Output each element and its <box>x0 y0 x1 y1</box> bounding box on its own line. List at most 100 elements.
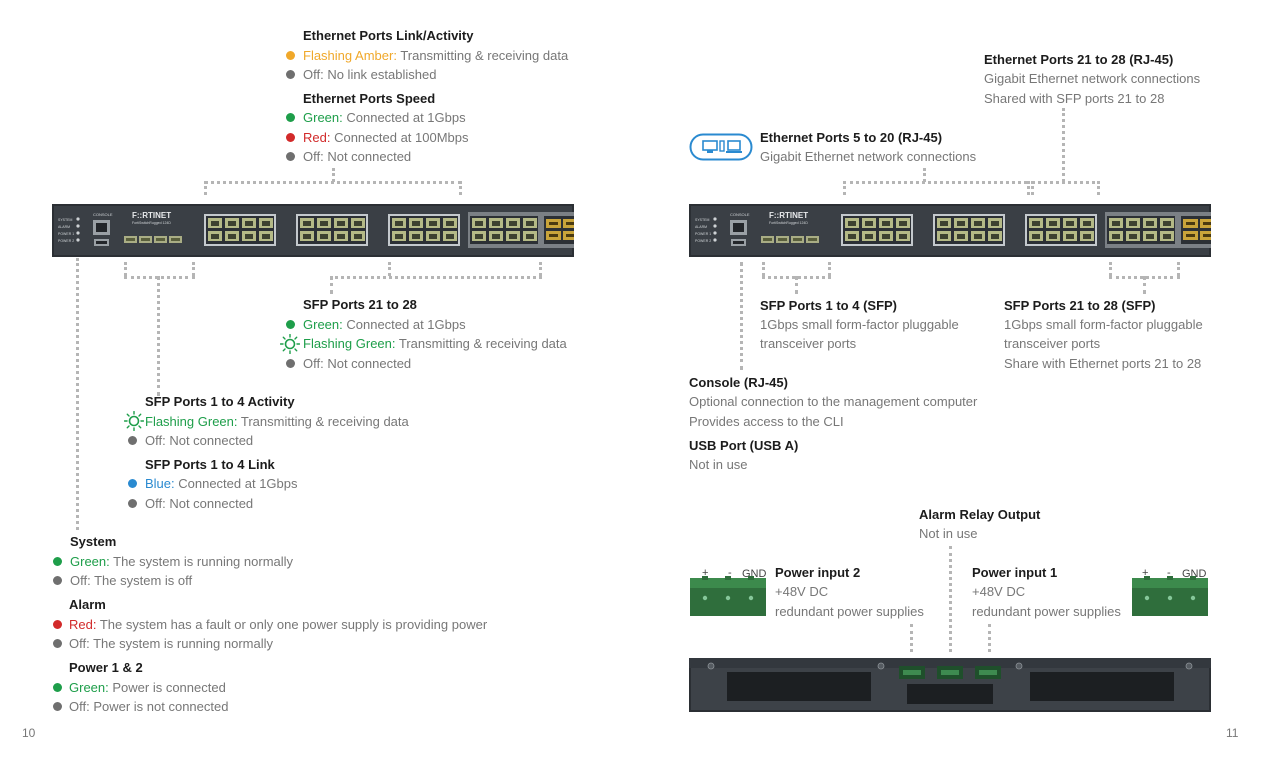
eth2128-title: Ethernet Ports 21 to 28 (RJ-45) <box>984 52 1174 67</box>
link-activity-item: Flashing Amber: Transmitting & receiving… <box>303 48 569 63</box>
rj45-port-opening <box>475 234 483 239</box>
rj45-port-opening <box>492 221 500 226</box>
rj45-port-opening <box>1163 221 1171 226</box>
rj45-port-opening <box>262 221 270 226</box>
sfp-port-opening <box>1186 234 1195 237</box>
rj45-port-opening <box>412 221 420 226</box>
sfp-port-opening <box>126 238 135 241</box>
svg-text:POWER 2: POWER 2 <box>58 239 74 243</box>
sfp2128-item: Off: Not connected <box>303 356 412 371</box>
terminal-minus: - <box>1167 567 1171 579</box>
rj45-port-opening <box>211 234 219 239</box>
power1-title: Power input 1 <box>972 565 1058 580</box>
amber-led-dot <box>286 51 295 60</box>
green-led-dot <box>53 557 62 566</box>
power-terminal-block-icon <box>690 576 766 616</box>
sfp2128r-desc: transceiver ports <box>1004 336 1101 351</box>
rj45-port-opening <box>882 234 890 239</box>
console-desc: Optional connection to the management co… <box>689 394 978 409</box>
sfp-port-opening <box>171 238 180 241</box>
sfp-port-opening <box>808 238 817 241</box>
terminal-plus: + <box>702 567 709 579</box>
rj45-port-opening <box>228 234 236 239</box>
rj45-port-opening <box>848 234 856 239</box>
svg-text:POWER 1: POWER 1 <box>695 232 711 236</box>
system-title: System <box>70 534 117 549</box>
rj45-port-opening <box>1049 221 1057 226</box>
speed-item: Red: Connected at 100Mbps <box>303 130 469 145</box>
off-led-dot <box>128 436 137 445</box>
sfp-port-opening <box>778 238 787 241</box>
svg-text:SYSTEM: SYSTEM <box>58 218 72 222</box>
system-item: Green: The system is running normally <box>70 554 294 569</box>
svg-text:ALARM: ALARM <box>58 225 70 229</box>
terminal-plus: + <box>1142 567 1149 579</box>
rj45-port-opening <box>429 221 437 226</box>
rj45-port-opening <box>899 221 907 226</box>
rj45-port-opening <box>395 234 403 239</box>
switch-front-panel: SYSTEM ALARM POWER 1 POWER 2 CONSOLE F::… <box>52 204 574 257</box>
sfp2128-item: Flashing Green: Transmitting & receiving… <box>303 336 567 351</box>
page-number: 10 <box>22 726 36 740</box>
power1-desc: +48V DC <box>972 584 1026 599</box>
rj45-port-opening <box>526 234 534 239</box>
red-led-dot <box>53 620 62 629</box>
callout-line <box>204 181 462 184</box>
rj45-port-opening <box>412 234 420 239</box>
system-item: Off: The system is off <box>70 573 193 588</box>
callout-line <box>843 181 1034 184</box>
callout-line <box>539 262 542 276</box>
speed-title: Ethernet Ports Speed <box>303 91 436 106</box>
svg-text:POWER 1: POWER 1 <box>58 232 74 236</box>
power-item: Off: Power is not connected <box>69 699 229 714</box>
rj45-port-opening <box>1083 234 1091 239</box>
sfp2128-title: SFP Ports 21 to 28 <box>303 297 417 312</box>
rj45-port-opening <box>848 221 856 226</box>
ethernet-port-badge-icon <box>689 133 753 161</box>
alarm-title: Alarm <box>69 597 106 612</box>
rj45-port-opening <box>429 234 437 239</box>
off-led-dot <box>53 702 62 711</box>
rj45-port-opening <box>245 234 253 239</box>
svg-text:CONSOLE: CONSOLE <box>730 212 750 217</box>
rj45-port-opening <box>957 234 965 239</box>
green-led-dot <box>53 683 62 692</box>
console-title: Console (RJ-45) <box>689 375 788 390</box>
power2-desc: redundant power supplies <box>775 604 924 619</box>
switch-rear-panel <box>689 658 1211 712</box>
off-led-dot <box>286 359 295 368</box>
power1-desc: redundant power supplies <box>972 604 1121 619</box>
rj45-port-opening <box>1163 234 1171 239</box>
rj45-port-opening <box>1049 234 1057 239</box>
rj45-port-opening <box>354 234 362 239</box>
rj45-port-opening <box>882 221 890 226</box>
svg-text:CONSOLE: CONSOLE <box>93 212 113 217</box>
rj45-port-opening <box>991 234 999 239</box>
callout-line <box>192 262 195 276</box>
sfp2128r-desc: Share with Ethernet ports 21 to 28 <box>1004 356 1202 371</box>
rj45-port-opening <box>1066 234 1074 239</box>
rj45-port-opening <box>1129 234 1137 239</box>
flashing-green-icon <box>124 411 144 431</box>
rj45-port-opening <box>320 221 328 226</box>
power-title: Power 1 & 2 <box>69 660 143 675</box>
link-activity-item: Off: No link established <box>303 67 437 82</box>
callout-line <box>124 262 127 276</box>
sfp-port-opening <box>156 238 165 241</box>
off-led-dot <box>53 639 62 648</box>
callout-line <box>330 276 333 294</box>
terminal-minus: - <box>728 567 732 579</box>
sfp-port-opening <box>141 238 150 241</box>
power-item: Green: Power is connected <box>69 680 226 695</box>
eth520-title: Ethernet Ports 5 to 20 (RJ-45) <box>760 130 943 145</box>
rj45-port-opening <box>354 221 362 226</box>
callout-line <box>1109 262 1112 276</box>
rj45-port-opening <box>509 221 517 226</box>
callout-line-console <box>740 262 743 370</box>
callout-line <box>910 624 913 652</box>
sfp14-desc: transceiver ports <box>760 336 857 351</box>
callout-line <box>1031 181 1034 195</box>
rj45-port-opening <box>1066 221 1074 226</box>
sfp2128r-title: SFP Ports 21 to 28 (SFP) <box>1004 298 1156 313</box>
power-terminal-block-icon <box>1132 576 1208 616</box>
